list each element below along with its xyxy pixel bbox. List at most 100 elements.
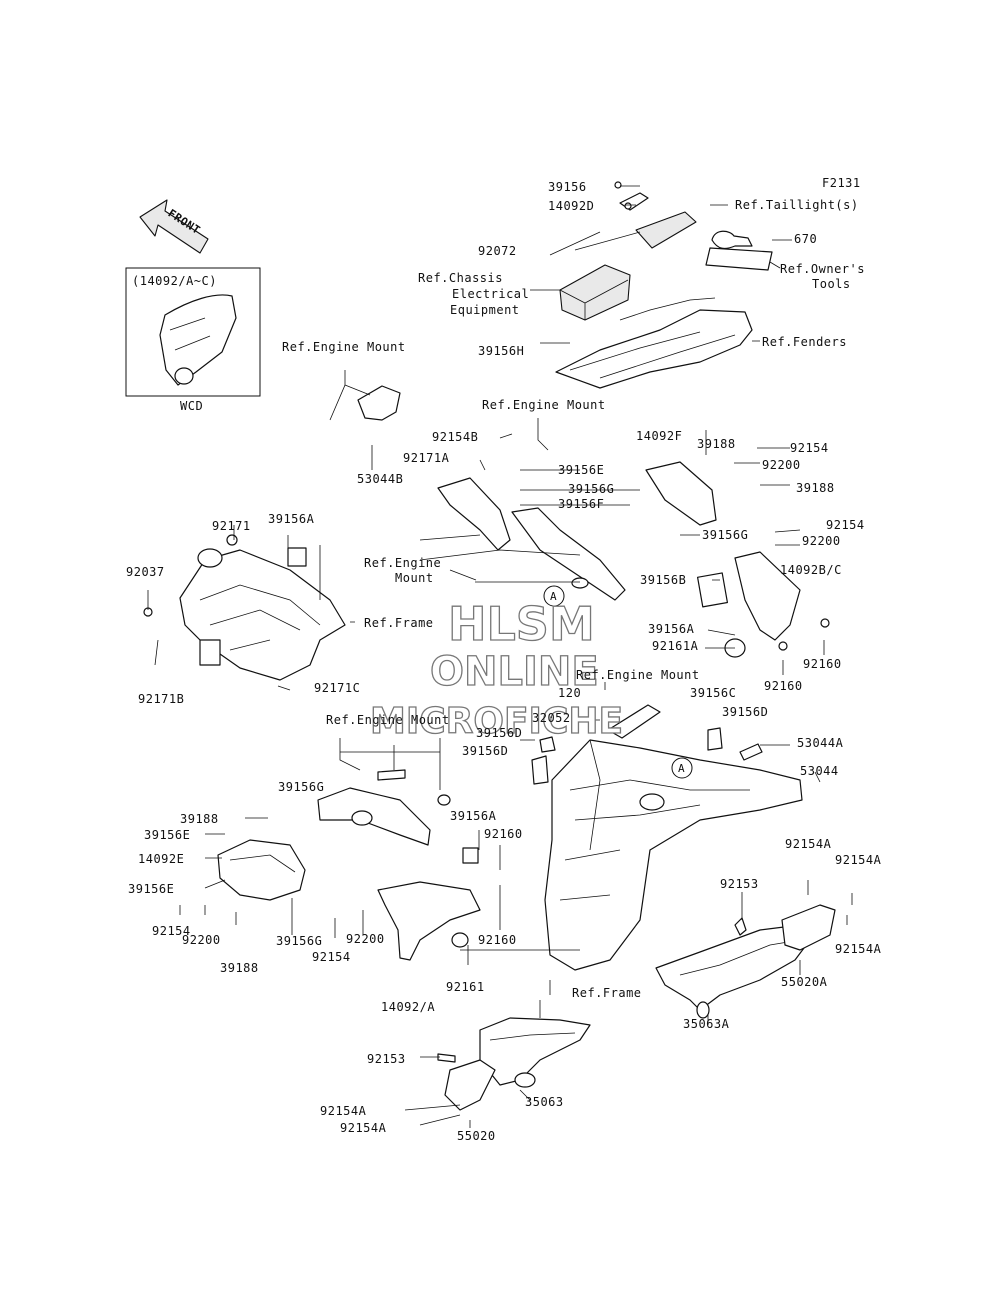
left-subframe-group [179,548,346,681]
part-label: 92154B [432,430,478,444]
part-label: 53044B [357,472,403,486]
part-label: 92154A [835,942,882,956]
rear-tray-group [549,181,773,389]
part-label: 14092B/C [780,563,842,577]
part-label: Ref.Engine Mount [326,713,450,727]
part-label: 92200 [802,534,841,548]
part-label: 39156A [268,512,315,526]
part-label: Ref.Frame [572,986,642,1000]
part-label: 92161 [446,980,485,994]
part-label: 92154 [152,924,191,938]
part-label: 92154A [320,1104,367,1118]
part-label: 39188 [180,812,219,826]
part-labels: 39156 14092D Ref.Taillight(s) 670 92072Ref.C… [126,180,882,1143]
part-label: 39156G [276,934,322,948]
part-label: 14092F [636,429,682,443]
part-label: Ref.Chassis [418,271,503,285]
main-frame-group [531,704,803,971]
part-label: 14092E [138,852,184,866]
part-label: 39188 [796,481,835,495]
part-label: 92161A [652,639,699,653]
part-label: 35063A [683,1017,730,1031]
part-label: 39156G [568,482,614,496]
part-label: 39156E [144,828,190,842]
part-label: 92037 [126,565,165,579]
part-label: Ref.Engine [364,556,441,570]
part-label: 92154 [312,950,351,964]
part-label: 39156C [690,686,736,700]
watermark-line-3: MICROFICHE [370,701,623,742]
part-label: 92154A [340,1121,387,1135]
footpeg-bracket-group [437,904,836,1111]
part-label: 53044A [797,736,844,750]
part-label: 92154 [826,518,865,532]
part-label: Ref.Frame [364,616,434,630]
diagram-code: F2131 [822,176,861,190]
part-label: 39188 [220,961,259,975]
part-label: 92171C [314,681,360,695]
part-label: 92171A [403,451,450,465]
part-label: 39156F [558,497,604,511]
part-label: 92160 [764,679,803,693]
part-label: Tools [812,277,851,291]
part-label: Ref.Taillight(s) [735,198,859,212]
watermark: HLSM ONLINE MICROFICHE [369,596,623,742]
part-label: 55020A [781,975,828,989]
svg-text:A: A [678,762,685,775]
part-label: Ref.Engine Mount [576,668,700,682]
part-label: 14092D [548,199,594,213]
part-label: 92154A [835,853,882,867]
part-label: 670 [794,232,817,246]
watermark-line-1: HLSM [448,597,595,651]
part-label: 92153 [720,877,759,891]
part-label: 92154A [785,837,832,851]
inset-caption: WCD [180,399,203,413]
part-label: 92154 [790,441,829,455]
part-label: 92160 [478,933,517,947]
part-label: 92200 [762,458,801,472]
part-label: 120 [558,686,581,700]
part-label: Ref.Owner's [780,262,865,276]
part-label: 92200 [346,932,385,946]
part-label: 39156A [450,809,497,823]
part-label: Electrical [452,287,529,301]
part-label: 39156E [558,463,604,477]
circle-marker-a-lower: A [671,757,693,779]
part-label: Ref.Fenders [762,335,847,349]
watermark-line-2: ONLINE [430,649,599,695]
front-arrow-icon: FRONT [139,199,209,254]
part-label: 92153 [367,1052,406,1066]
inset-box [125,267,261,397]
part-label: 92171B [138,692,184,706]
engine-mount-lower-group [217,769,481,961]
part-label: 92200 [182,933,221,947]
part-label: 14092/A [381,1000,435,1014]
part-label: 35063 [525,1095,564,1109]
part-label: 39156A [648,622,695,636]
part-label: 39156B [640,573,686,587]
part-label: 39156 [548,180,587,194]
part-label: 32052 [532,711,571,725]
part-label: 39156D [462,744,508,758]
part-label: 92072 [478,244,517,258]
part-label: 39156G [278,780,324,794]
leader-lines [147,185,853,1128]
part-label: 92160 [803,657,842,671]
part-label: Mount [395,571,434,585]
inset-title: (14092/A~C) [132,274,217,288]
part-label: 39156E [128,882,174,896]
part-label: 39156G [702,528,748,542]
part-label: 39156H [478,344,524,358]
part-label: Equipment [450,303,520,317]
part-label: 39156D [722,705,768,719]
part-label: Ref.Engine Mount [282,340,406,354]
svg-text:A: A [550,590,557,603]
part-label: 39188 [697,437,736,451]
part-label: 53044 [800,764,839,778]
circle-marker-a-upper: A [543,585,565,607]
part-label: 92160 [484,827,523,841]
part-label: Ref.Engine Mount [482,398,606,412]
part-label: 92171 [212,519,251,533]
